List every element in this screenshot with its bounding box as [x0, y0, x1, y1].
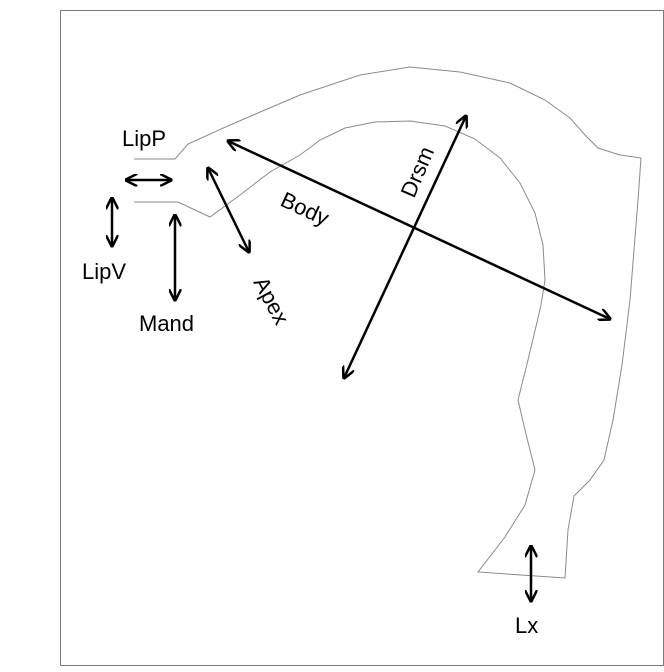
apex-arrow — [208, 168, 249, 252]
label-body: Body — [277, 187, 333, 231]
label-lip-protrusion: LipP — [122, 126, 166, 151]
dorsum-arrow — [344, 116, 466, 378]
label-mandible: Mand — [139, 311, 194, 336]
label-larynx: Lx — [515, 613, 538, 638]
vocal-tract-outer-outline — [134, 66, 642, 579]
label-dorsum: Drsm — [396, 143, 440, 201]
tongue-inner-outline — [134, 120, 546, 319]
label-lip-vertical: LipV — [82, 259, 126, 284]
label-apex: Apex — [249, 273, 295, 329]
